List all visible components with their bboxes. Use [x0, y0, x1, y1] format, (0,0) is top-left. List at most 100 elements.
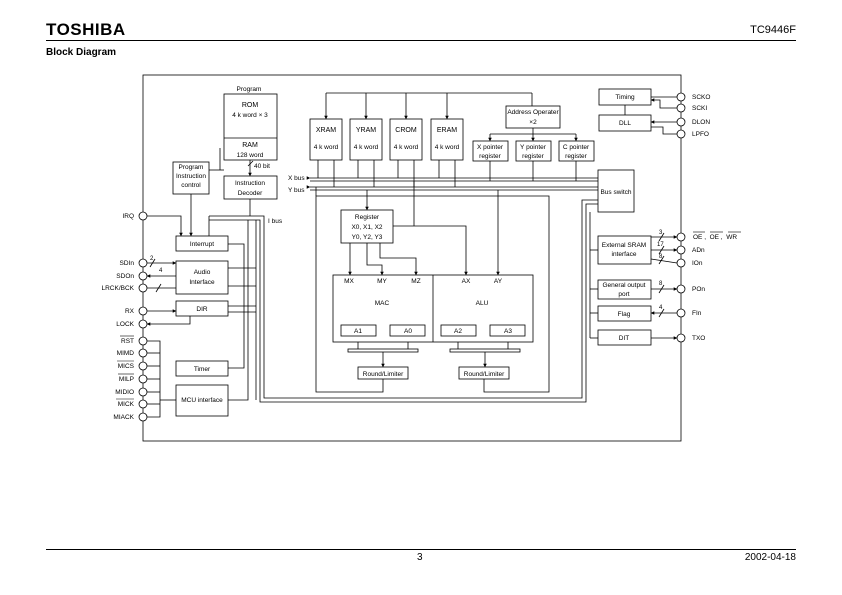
general-output-port [597, 279, 652, 300]
sram-io-wire [650, 258, 678, 264]
alu-label: ALU [476, 300, 489, 307]
instruction-decoder [223, 175, 278, 200]
pin-sdin: SDIn [120, 260, 135, 267]
bits-label: 40 bit [254, 163, 270, 170]
program-label: Program [237, 86, 262, 93]
x-pointer-register [472, 140, 509, 162]
crom-name: CROM [395, 127, 417, 134]
bus-switch [597, 169, 635, 213]
acc-a1-label: A1 [354, 328, 362, 335]
sdin-width: 2 [150, 256, 154, 262]
pin-midio: MIDIO [115, 389, 134, 396]
sram-ctrl-width: 3 [659, 230, 663, 236]
rom-label: ROM [242, 102, 259, 109]
pin-ion: IOn [692, 260, 703, 267]
interrupt-block [175, 235, 229, 252]
c-pointer-name: C pointer [563, 144, 590, 151]
memory-crom [389, 93, 423, 187]
mac-input-mx: MX [344, 278, 354, 285]
ext-sram-line-1: External SRAM [602, 242, 646, 249]
fin-width: 4 [659, 305, 663, 311]
bus-to-ax [433, 225, 468, 276]
timing-label: Timing [615, 94, 635, 101]
pin-oe-oe-wr: OE , OE , WR [693, 234, 737, 241]
crom-size: 4 k word [394, 144, 419, 151]
right-pin-labels: SCKO SCKI DLON LPFO OE , OE , WR ADn IOn… [692, 94, 737, 342]
chip-outline [142, 74, 682, 442]
interrupt-label: Interrupt [190, 241, 214, 248]
ram-label: RAM [242, 142, 258, 149]
round-limiter-alu-label: Round/Limiter [464, 371, 505, 378]
register-line-2: X0, X1, X2 [351, 224, 382, 231]
pic-line-2: Instruction [176, 173, 206, 180]
document-number: TC9446F [750, 24, 796, 36]
pin-dlon: DLON [692, 119, 710, 126]
left-pin-circles [138, 211, 148, 422]
irq-wire [147, 215, 183, 237]
toshiba-logo: TOSHIBA [46, 20, 126, 39]
pin-miack: MIACK [113, 414, 134, 421]
acc-a2 [440, 324, 477, 337]
decoder-line-2: Decoder [238, 190, 263, 197]
pin-mick: MICK [118, 401, 135, 408]
page-number: 3 [417, 552, 423, 563]
yram-name: YRAM [356, 127, 376, 134]
x-pointer-name: X pointer [477, 144, 504, 151]
acc-a1 [340, 324, 377, 337]
flag-label: Flag [618, 311, 631, 318]
pic-line-1: Program [179, 164, 204, 171]
addr-op-line-1: Address Operater [507, 109, 559, 116]
x-pointer-sub: register [479, 153, 502, 160]
mac-input-my: MY [377, 278, 387, 285]
register-line-1: Register [355, 214, 380, 221]
yram-size: 4 k word [354, 144, 379, 151]
dit-block [597, 329, 652, 346]
mac-mux [347, 348, 419, 353]
gpo-line-2: port [618, 291, 629, 298]
right-pin-circles [676, 92, 686, 343]
pin-lpfo: LPFO [692, 131, 709, 138]
audio-interface-block [175, 260, 229, 295]
bus-switch-label: Bus switch [600, 189, 631, 196]
round-limiter-mac-label: Round/Limiter [363, 371, 404, 378]
interrupt-ibus [228, 243, 245, 364]
pin-fin: FIn [692, 310, 702, 317]
y-pointer-name: Y pointer [520, 144, 547, 151]
pin-mimd: MIMD [117, 350, 135, 357]
pin-lrck-bck: LRCK/BCK [101, 285, 134, 292]
memory-eram [430, 93, 464, 187]
eram-name: ERAM [437, 127, 457, 134]
pin-rst: RST [121, 338, 134, 345]
footer-rule [46, 549, 796, 550]
ybus-label: Y bus [288, 187, 305, 194]
acc-a3 [489, 324, 526, 337]
pin-mics: MICS [118, 363, 135, 370]
acc-a0-label: A0 [404, 328, 412, 335]
pin-milp: MILP [119, 376, 134, 383]
lock-wire [146, 316, 191, 326]
mcu-interface-block [175, 384, 229, 417]
pin-scko: SCKO [692, 94, 710, 101]
gpo-line-1: General output [602, 282, 645, 289]
dit-label: DIT [619, 335, 630, 342]
pin-irq: IRQ [122, 213, 134, 220]
pon-width: 8 [659, 281, 663, 287]
pin-pon: POn [692, 286, 705, 293]
c-pointer-sub: register [565, 153, 588, 160]
wire-scki [650, 98, 681, 109]
sram-io-width: 8 [659, 254, 663, 260]
section-title: Block Diagram [46, 47, 117, 58]
pin-txo: TXO [692, 335, 705, 342]
ext-sram-line-2: interface [612, 251, 637, 258]
program-memory-box [223, 93, 278, 161]
ibus-line [209, 199, 598, 399]
lrck-width: 4 [159, 268, 163, 274]
acc-a3-label: A3 [504, 328, 512, 335]
sdin-slash [149, 258, 156, 268]
pin-lock: LOCK [116, 321, 134, 328]
dir-label: DIR [196, 306, 208, 313]
mcu-interface-label: MCU interface [181, 397, 223, 404]
decoder-line-1: Instruction [235, 180, 265, 187]
alu-input-ay: AY [494, 278, 503, 285]
